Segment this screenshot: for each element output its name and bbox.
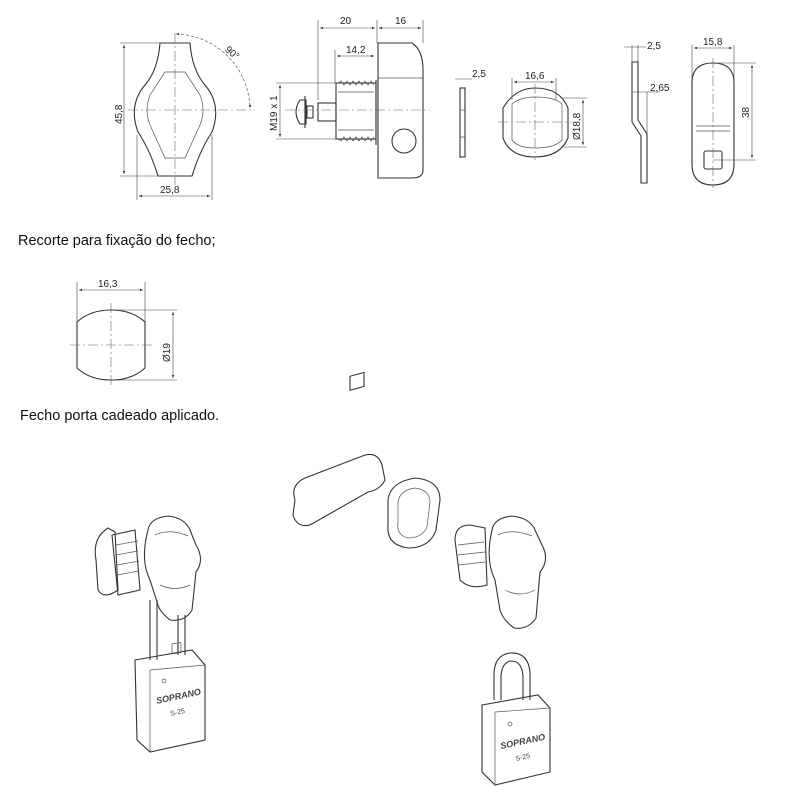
padlock-model-2: S-25 <box>515 753 531 763</box>
lock-head-dim: 16 <box>395 16 407 27</box>
rotation-angle-dim: 90° <box>222 44 241 62</box>
washer-front-view: 16,6 Ø18,8 <box>498 71 587 160</box>
washer-side-view: 2,5 <box>455 69 486 158</box>
washer-thickness-dim: 2,5 <box>472 69 486 80</box>
cam-length-dim: 38 <box>741 106 752 118</box>
cam-offset-dim: 2,65 <box>650 83 670 94</box>
applied-caption: Fecho porta cadeado aplicado. <box>20 408 220 424</box>
exploded-lock-illustration: SOPRANO S-25 <box>292 371 551 786</box>
cutout-diameter-dim: Ø19 <box>162 343 173 362</box>
washer-width-dim: 16,6 <box>525 71 545 82</box>
cutout-width-dim: 16,3 <box>98 279 118 290</box>
lock-side-view: 20 16 14,2 M19 x 1 <box>269 16 430 179</box>
cutout-caption: Recorte para fixação do fecho; <box>18 233 216 249</box>
cam-front-view: 15,8 38 <box>691 37 756 188</box>
handle-width-dim: 25,8 <box>160 185 180 196</box>
washer-diameter-dim: Ø18,8 <box>572 112 583 140</box>
padlock-brand-1: SOPRANO <box>155 687 202 706</box>
cam-side-view: 2,5 2,65 <box>624 41 670 184</box>
thread-dim: M19 x 1 <box>269 95 280 131</box>
padlock-brand-2: SOPRANO <box>499 732 546 751</box>
handle-front-view: 45,8 25,8 90° <box>114 32 255 200</box>
assembled-lock-illustration: SOPRANO S-25 <box>94 515 206 753</box>
lock-length-dim: 20 <box>340 16 352 27</box>
cam-thickness-dim: 2,5 <box>647 41 661 52</box>
thread-length-dim: 14,2 <box>346 45 366 56</box>
handle-height-dim: 45,8 <box>114 104 125 124</box>
padlock-model-1: S-25 <box>170 708 186 718</box>
cam-width-dim: 15,8 <box>703 37 723 48</box>
cutout-view: 16,3 Ø19 <box>70 279 177 386</box>
